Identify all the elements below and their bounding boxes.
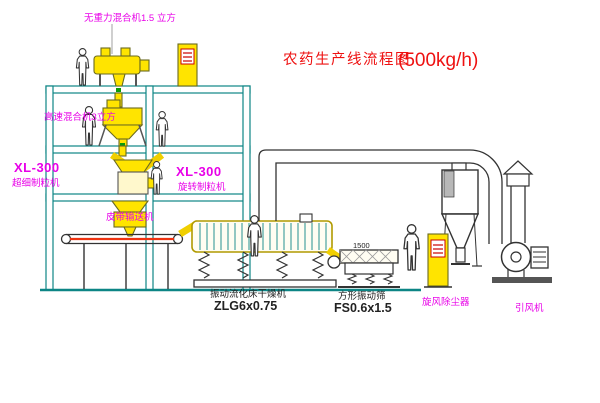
label-screen: 方形振动筛 <box>338 290 386 302</box>
cyclone-separator <box>438 162 482 267</box>
gravity-mixer <box>93 24 150 108</box>
label-cyclone: 旋风除尘器 <box>422 296 470 308</box>
label-dryer: 振动流化床干燥机 <box>210 288 287 300</box>
diagram-title: 农药生产线流程图 <box>283 51 411 68</box>
granulator-left <box>112 159 157 195</box>
worker-figure <box>155 111 169 147</box>
worker-figure <box>75 48 90 86</box>
label-gravity-mixer: 无重力混合机1.5 立方 <box>84 12 176 24</box>
stack-and-fan <box>492 160 552 283</box>
label-fan: 引风机 <box>515 302 544 314</box>
label-granulator-left-model: XL-300 <box>14 160 60 175</box>
control-cabinet-1 <box>177 43 198 87</box>
label-granulator-mid-model: XL-300 <box>176 164 222 179</box>
label-high-speed-mixer: 高速混合机3立方 <box>44 111 116 123</box>
label-belt-conveyor: 皮带输送机 <box>106 211 154 223</box>
label-granulator-mid-name: 旋转制粒机 <box>178 181 226 193</box>
vibrating-screen: 1500 <box>327 241 400 288</box>
label-dryer-model: ZLG6x0.75 <box>214 299 277 313</box>
fluid-bed-dryer <box>178 213 346 288</box>
diagram-title-capacity: (500kg/h) <box>398 50 478 71</box>
label-granulator-left-name: 超细制粒机 <box>12 177 60 189</box>
worker-figure <box>403 224 420 271</box>
label-screen-model: FS0.6x1.5 <box>334 301 392 315</box>
labels: 无重力混合机1.5 立方 高速混合机3立方 XL-300 超细制粒机 XL-30… <box>12 12 544 315</box>
control-cabinet-2 <box>424 233 452 288</box>
high-speed-mixer <box>98 99 147 147</box>
screen-dimension-text: 1500 <box>353 241 370 250</box>
exhaust-duct <box>258 149 503 244</box>
granulator-mid <box>110 200 150 237</box>
belt-conveyor <box>60 233 184 289</box>
